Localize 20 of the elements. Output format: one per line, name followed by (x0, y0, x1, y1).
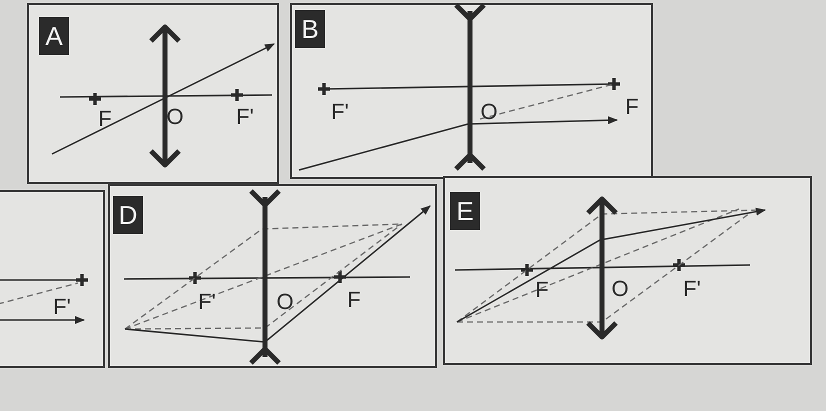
focus-label: F (625, 96, 639, 118)
center-label: O (166, 106, 184, 128)
focus-label: F (535, 279, 549, 301)
diagram-panel (443, 176, 812, 365)
focus-label: F' (331, 101, 349, 123)
focus-label: F' (683, 278, 701, 300)
focus-label: F (347, 289, 361, 311)
panel-letter: B (295, 10, 325, 48)
panel-letter: A (39, 17, 69, 55)
focus-label: F (98, 108, 112, 130)
panel-letter: E (450, 192, 480, 230)
panel-letter: D (113, 196, 143, 234)
center-label: O (276, 291, 294, 313)
diagram-panel (27, 3, 279, 184)
focus-label: F' (53, 296, 71, 318)
diagram-panel (0, 190, 105, 368)
center-label: O (480, 101, 498, 123)
focus-label: F' (236, 106, 254, 128)
focus-label: F' (198, 291, 216, 313)
center-label: O (611, 278, 629, 300)
